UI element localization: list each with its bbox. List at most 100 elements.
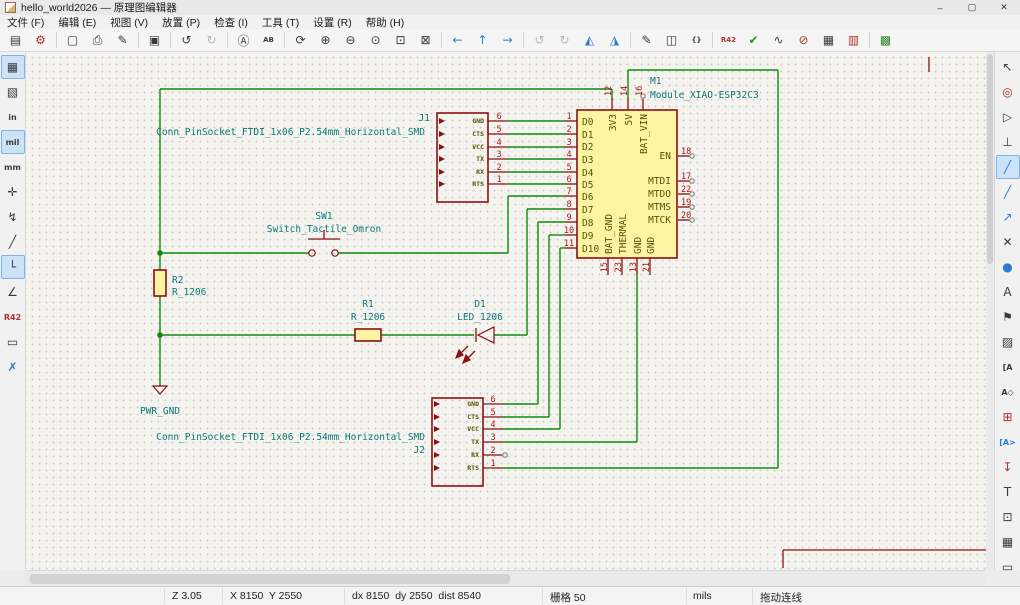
svg-text:10: 10	[564, 226, 574, 236]
restore-button[interactable]: ▢	[967, 2, 977, 12]
rotate-ccw-button[interactable]: ↺	[534, 33, 545, 47]
wires-layer[interactable]	[157, 69, 779, 469]
symbols-layer[interactable]	[151, 57, 986, 568]
highlight-net-tool[interactable]: ◎	[1002, 85, 1013, 99]
show-directive-labels-toggle[interactable]: ▭	[6, 335, 19, 349]
text-box-tool[interactable]: ⊡	[1002, 510, 1013, 524]
symbol-R1-body[interactable]	[354, 328, 382, 342]
menu-view[interactable]: 视图 (V)	[110, 16, 149, 29]
svg-text:BAT_VIN: BAT_VIN	[639, 114, 650, 154]
simulator-button[interactable]: ∿	[773, 33, 784, 47]
svg-text:VCC: VCC	[467, 425, 479, 433]
bom-button[interactable]: ▥	[847, 33, 860, 47]
save-button[interactable]: ▤	[9, 33, 22, 47]
find-button[interactable]: Ⓐ	[237, 33, 250, 48]
erc-button[interactable]: ✔	[748, 33, 759, 47]
wire-mode-90-button[interactable]: └	[0, 255, 25, 279]
properties-panel-toggle[interactable]: ✗	[7, 360, 18, 374]
no-connect-tool[interactable]: ✕	[1002, 235, 1013, 249]
svg-text:LED_1206: LED_1206	[457, 312, 503, 323]
redo-button[interactable]: ↻	[206, 33, 217, 47]
sheet-pin-tool[interactable]: [A>	[999, 437, 1016, 447]
grid-override-toggle[interactable]: ▧	[6, 85, 19, 99]
vertical-scrollbar[interactable]	[986, 52, 994, 570]
zoom-fit-button[interactable]: ⊙	[370, 33, 381, 47]
paste-button[interactable]: ▣	[148, 33, 161, 47]
right-toolbar: ↖◎▷⊥╱╱↗✕●A⚑▨[AA◇⊞[A>↧T⊡▦▭◯	[994, 52, 1020, 599]
text-tool[interactable]: T	[1003, 485, 1012, 499]
wire-mode-free-button[interactable]: ╱	[8, 235, 17, 249]
place-power-port-tool[interactable]: ⊥	[1002, 135, 1013, 149]
nav-forward-button[interactable]: →	[502, 33, 513, 47]
units-mm-button[interactable]: mm	[4, 162, 21, 172]
net-label-tool[interactable]: A	[1003, 285, 1012, 299]
svg-text:3: 3	[566, 138, 571, 148]
select-tool[interactable]: ↖	[1002, 60, 1013, 74]
mirror-h-button[interactable]: ◭	[584, 33, 595, 47]
symbol-R2-body[interactable]	[153, 269, 167, 297]
menu-help[interactable]: 帮助 (H)	[365, 16, 405, 29]
place-symbol-tool[interactable]: ▷	[1002, 110, 1013, 124]
minimize-button[interactable]: –	[937, 2, 943, 13]
horizontal-scrollbar-thumb[interactable]	[30, 574, 510, 584]
horizontal-scrollbar[interactable]	[26, 570, 986, 586]
vertical-scrollbar-thumb[interactable]	[987, 54, 993, 264]
nav-up-button[interactable]: ↑	[477, 33, 488, 47]
draw-bus-tool[interactable]: ╱	[1003, 185, 1012, 199]
plot-button[interactable]: ✎	[117, 33, 128, 47]
zoom-out-button[interactable]: ⊖	[345, 33, 356, 47]
menu-edit[interactable]: 编辑 (E)	[58, 16, 97, 29]
mirror-v-button[interactable]: ◮	[609, 33, 620, 47]
nav-back-button[interactable]: ←	[452, 33, 463, 47]
browse-footprints-button[interactable]: ◫	[665, 33, 678, 47]
text-variables-button[interactable]: {}	[691, 36, 702, 44]
undo-button[interactable]: ↺	[181, 33, 192, 47]
menu-place[interactable]: 放置 (P)	[162, 16, 201, 29]
toolbar-separator	[523, 32, 524, 48]
net-class-directive-tool[interactable]: ⚑	[1002, 310, 1013, 324]
rule-area-tool[interactable]: ▨	[1001, 335, 1014, 349]
find-replace-button[interactable]: AB	[263, 36, 274, 44]
bus-entry-tool[interactable]: ↗	[1002, 210, 1013, 224]
print-button[interactable]: ⎙	[92, 32, 103, 47]
menu-file[interactable]: 文件 (F)	[7, 16, 45, 29]
import-sheet-pin-tool[interactable]: ↧	[1002, 460, 1013, 474]
menu-inspect[interactable]: 检查 (I)	[214, 16, 248, 29]
symbol-J1-body[interactable]	[436, 112, 489, 203]
page-settings-button[interactable]: ▢	[66, 33, 79, 47]
units-inches-button[interactable]: in	[8, 112, 17, 122]
units-mils-button[interactable]: mil	[0, 130, 25, 154]
menu-tools[interactable]: 工具 (T)	[261, 16, 300, 29]
table-tool[interactable]: ▦	[1001, 535, 1014, 549]
grid-visibility-toggle[interactable]: ▦	[0, 55, 25, 79]
assign-footprints-button[interactable]: ⊘	[798, 33, 809, 47]
wire-mode-45-button[interactable]: ∠	[7, 285, 18, 299]
open-pcb-editor-button[interactable]: ▩	[879, 33, 892, 47]
show-hidden-pins-toggle[interactable]: ↯	[7, 210, 18, 224]
close-button[interactable]: ✕	[1000, 2, 1008, 12]
hierarchical-label-tool[interactable]: A◇	[1001, 387, 1014, 397]
schematic-setup-button[interactable]: ⚙	[35, 33, 46, 47]
rectangle-tool[interactable]: ▭	[1001, 560, 1014, 574]
edit-symbol-button[interactable]: ✎	[641, 33, 652, 47]
refresh-button[interactable]: ⟳	[295, 33, 306, 47]
svg-text:1: 1	[496, 175, 501, 185]
rotate-cw-button[interactable]: ↻	[559, 33, 570, 47]
symbol-M1-body[interactable]	[576, 109, 678, 259]
zoom-selection-button[interactable]: ⊠	[420, 33, 431, 47]
fields-table-button[interactable]: ▦	[822, 33, 835, 47]
hierarchical-sheet-tool[interactable]: ⊞	[1002, 410, 1013, 424]
action-hint: 拖动连线	[760, 592, 802, 604]
cursor-shape-toggle[interactable]: ✛	[7, 185, 18, 199]
schematic-drawing[interactable]: J1Conn_PinSocket_FTDI_1x06_P2.54mm_Horiz…	[26, 52, 986, 570]
zoom-objects-button[interactable]: ⊡	[395, 33, 406, 47]
global-label-tool[interactable]: [A	[1002, 362, 1013, 372]
draw-wire-tool[interactable]: ╱	[995, 155, 1020, 179]
annotate-button[interactable]: R42	[720, 36, 737, 44]
junction-tool[interactable]: ●	[1002, 260, 1013, 274]
zoom-in-button[interactable]: ⊕	[320, 33, 331, 47]
menu-preferences[interactable]: 设置 (R)	[313, 16, 352, 29]
show-hidden-fields-toggle[interactable]: R42	[3, 312, 22, 322]
